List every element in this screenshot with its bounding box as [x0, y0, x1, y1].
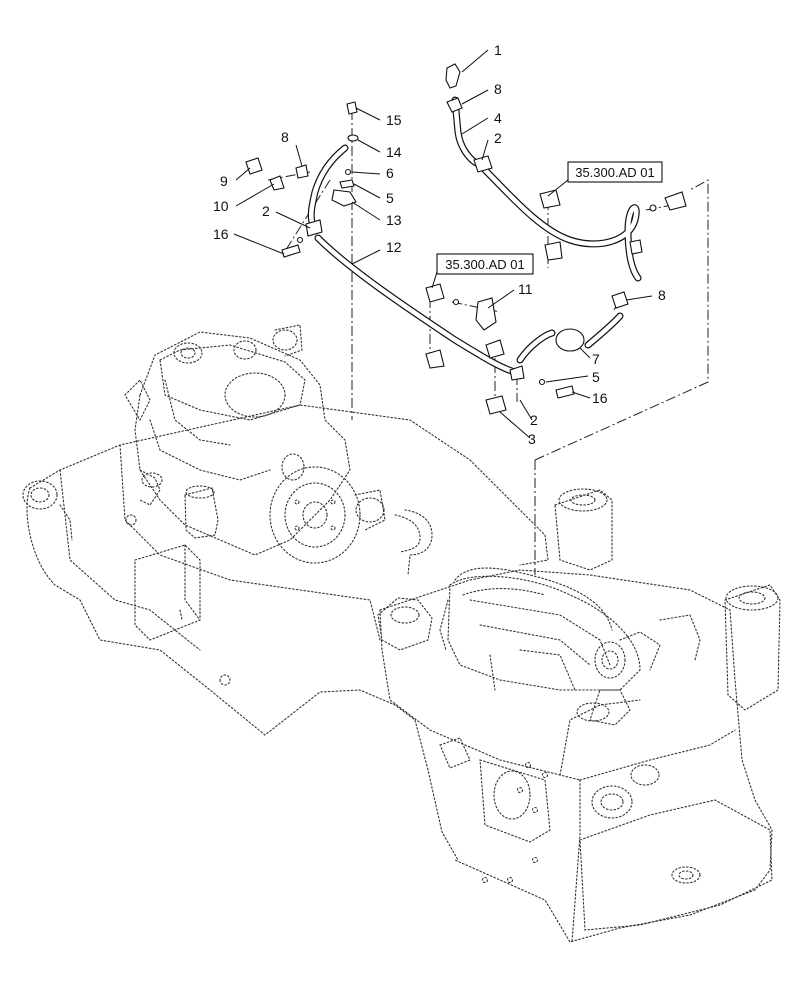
callout-8-top: 8: [494, 81, 502, 97]
engine-assembly: [124, 324, 433, 576]
rear-drive-unit: [439, 567, 701, 691]
callout-16-right: 16: [592, 390, 608, 406]
callout-15: 15: [386, 112, 402, 128]
callout-2-bottom: 2: [530, 412, 538, 428]
callout-9: 9: [220, 173, 228, 189]
leader-lines: [233, 49, 653, 439]
callout-7: 7: [592, 351, 600, 367]
callout-2-left: 2: [262, 203, 270, 219]
callout-6: 6: [386, 165, 394, 181]
reference-box-middle: 35.300.AD 01: [431, 253, 534, 289]
callout-8-right: 8: [658, 287, 666, 303]
callout-16-left: 16: [213, 226, 229, 242]
callout-5-right: 5: [592, 369, 600, 385]
callout-1: 1: [494, 42, 502, 58]
ref-label-top: 35.300.AD 01: [575, 165, 655, 180]
callout-3: 3: [528, 431, 536, 447]
callout-13: 13: [386, 212, 402, 228]
callout-14: 14: [386, 144, 402, 160]
ref-label-middle: 35.300.AD 01: [445, 257, 525, 272]
callout-12: 12: [386, 239, 402, 255]
callout-10: 10: [213, 198, 229, 214]
callout-5-top: 5: [386, 190, 394, 206]
callout-8-left: 8: [281, 129, 289, 145]
tractor-frame: [22, 404, 781, 943]
callout-numbers: 1 8 4 2 15 8 14 9 6 10 5 2 13 16 12 11 8…: [213, 42, 666, 447]
hose-routing: [307, 96, 642, 376]
callout-11: 11: [518, 281, 533, 297]
small-parts: [245, 63, 687, 415]
callout-4: 4: [494, 110, 502, 126]
reference-box-top: 35.300.AD 01: [547, 161, 663, 197]
callout-2-top: 2: [494, 130, 502, 146]
